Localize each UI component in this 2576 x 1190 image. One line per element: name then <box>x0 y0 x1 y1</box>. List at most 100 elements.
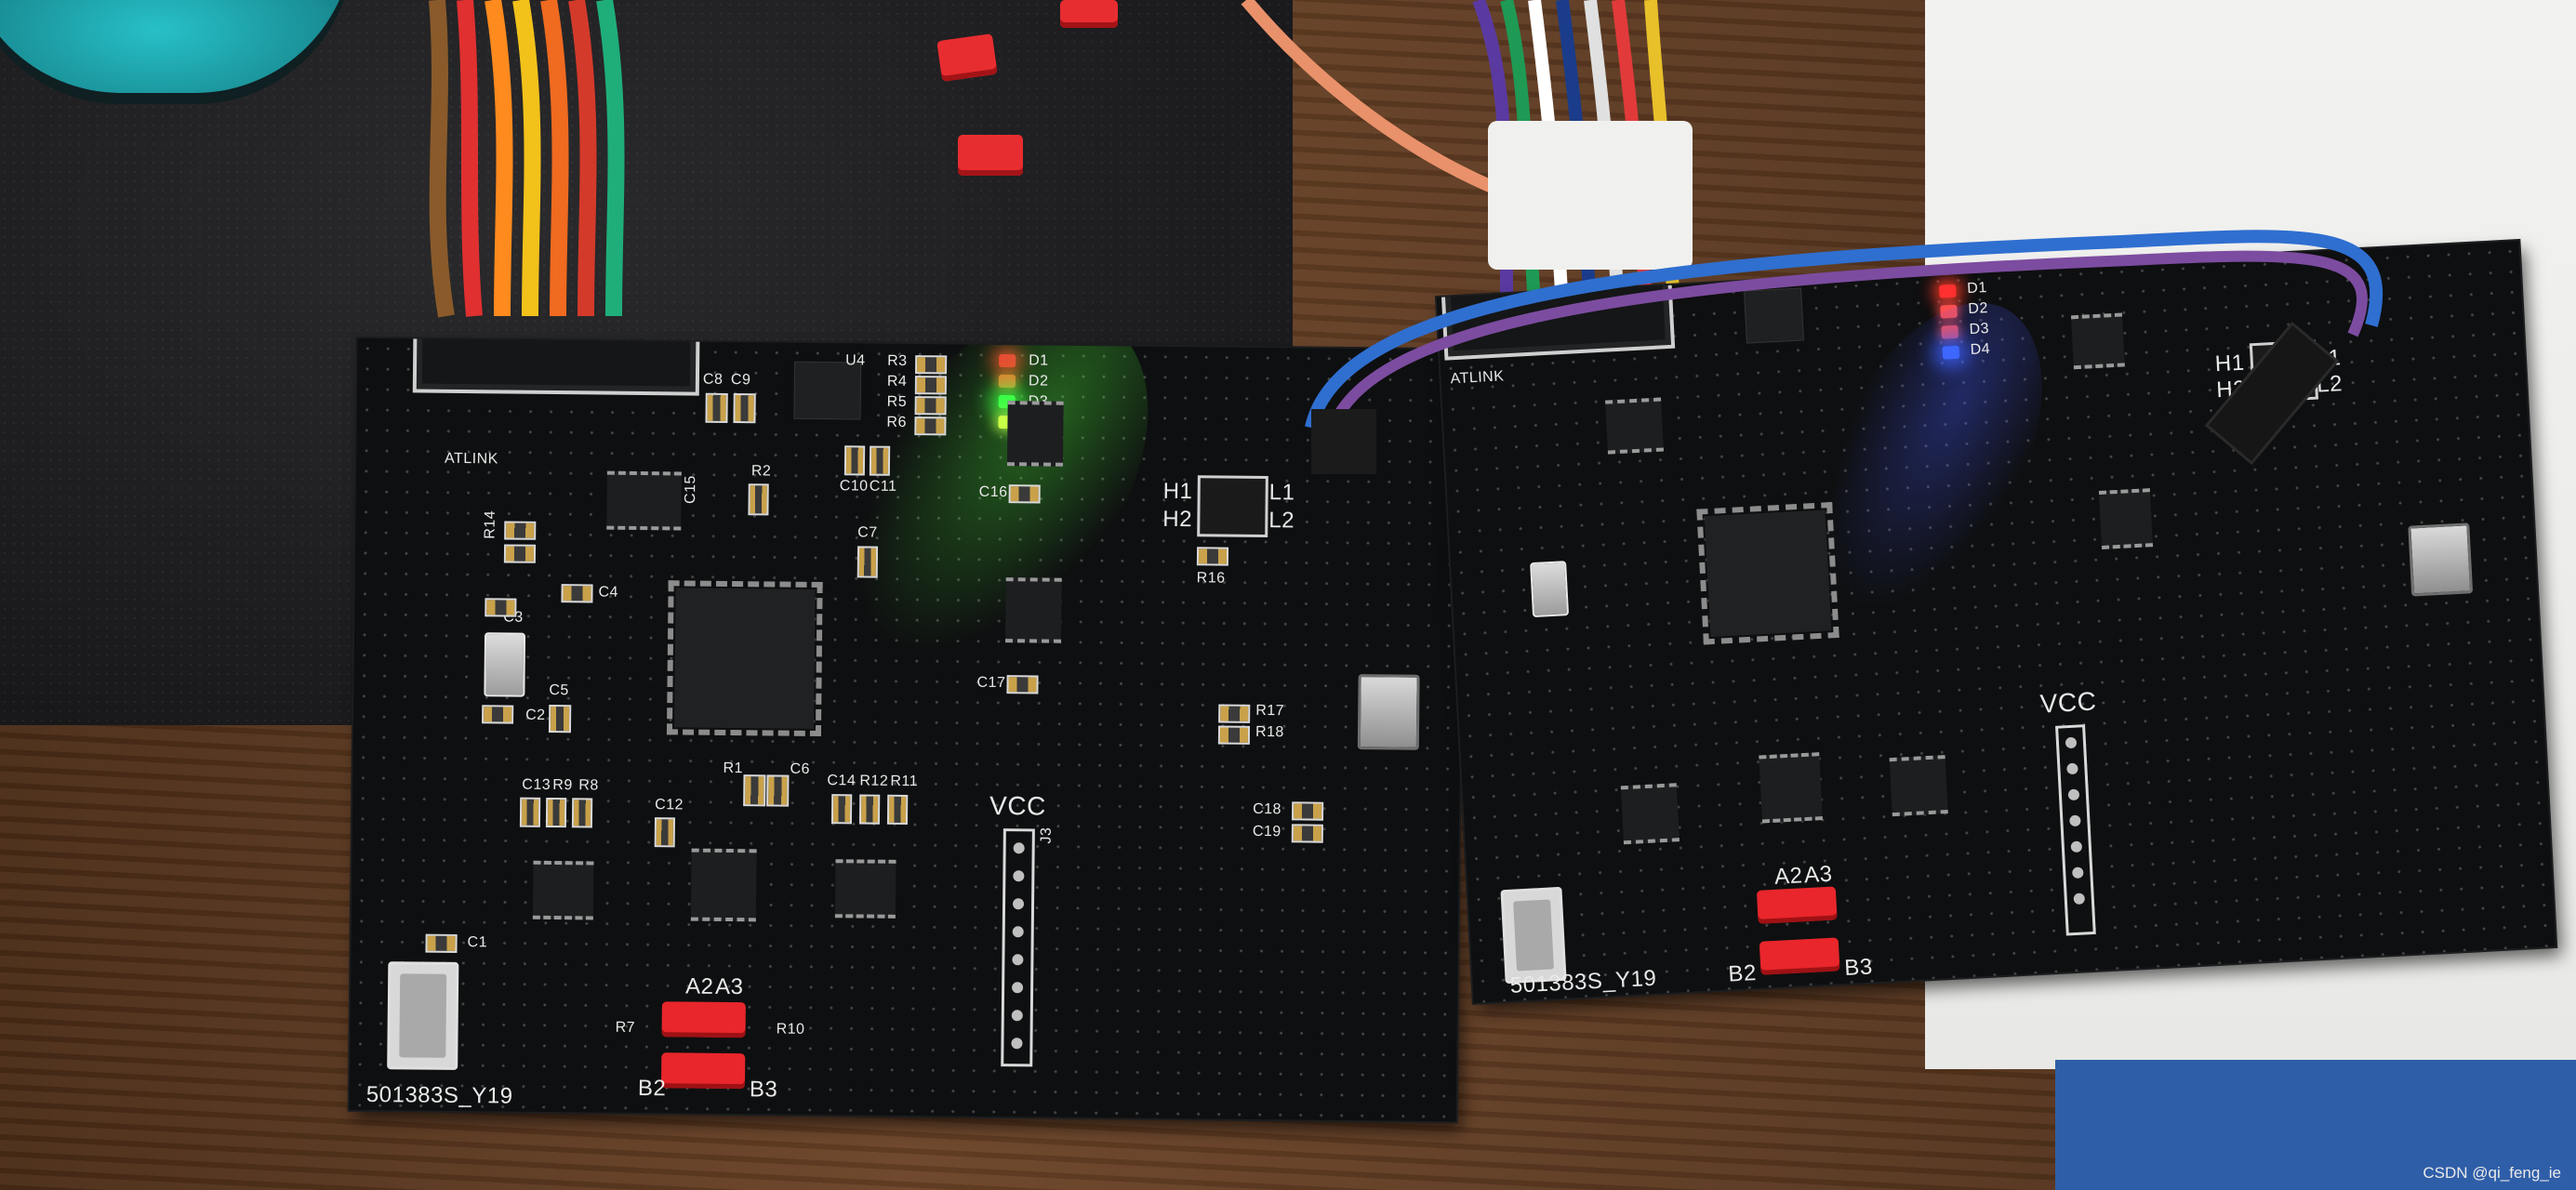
vcc-pin-header <box>1001 828 1035 1067</box>
jumper-a[interactable] <box>661 1001 746 1038</box>
jumper-a[interactable] <box>1756 886 1838 924</box>
capacitor-label: C19 <box>1252 823 1281 840</box>
vcc-label: VCC <box>989 790 1046 821</box>
resistor-label: R4 <box>886 373 908 390</box>
resistor-pad <box>503 544 537 563</box>
jumper-b[interactable] <box>1759 937 1840 975</box>
resistor-label: R1 <box>723 760 744 777</box>
resistor-pad <box>914 376 947 395</box>
led-d2 <box>998 375 1016 389</box>
pin-header-hl <box>1197 475 1268 538</box>
capacitor-pad <box>482 705 514 724</box>
resistor-label: R7 <box>615 1019 636 1036</box>
micro-usb-port <box>1357 674 1420 750</box>
capacitor-pad <box>1006 675 1039 694</box>
capacitor-pad <box>561 584 593 603</box>
loose-jumper <box>1060 0 1118 28</box>
led-d1 <box>999 354 1016 368</box>
resistor-pad <box>743 774 766 807</box>
jumper-label-a2: A2 <box>684 973 714 999</box>
crystal <box>484 632 526 697</box>
capacitor-pad <box>766 774 790 807</box>
soic-chip <box>532 860 594 920</box>
resistor-label: R3 <box>887 352 908 369</box>
reset-button[interactable] <box>1500 886 1567 985</box>
capacitor-pad <box>1291 824 1323 843</box>
jumper-label-a3: A3 <box>1803 861 1834 889</box>
capacitor-label: C7 <box>857 524 878 541</box>
capacitor-pad <box>485 598 517 617</box>
resistor-pad <box>914 416 947 436</box>
jumper-label-b3: B3 <box>1843 954 1874 982</box>
capacitor-label: C10 <box>839 478 869 495</box>
reset-button[interactable] <box>387 961 459 1070</box>
capacitor-pad <box>733 393 756 424</box>
capacitor-label: C14 <box>827 773 856 789</box>
atlink-label: ATLINK <box>444 450 498 468</box>
capacitor-pad <box>548 704 572 734</box>
blue-purple-cable <box>1305 230 2383 474</box>
passive-pad <box>571 798 593 828</box>
resistor-label: R5 <box>886 393 908 410</box>
led-label-d1: D1 <box>1029 352 1049 369</box>
loose-jumper <box>936 33 998 82</box>
flash-chip <box>1759 752 1823 824</box>
resistor-label: R12 <box>859 773 889 789</box>
passive-pad <box>886 794 909 826</box>
capacitor-label: C11 <box>869 478 897 495</box>
soic-chip <box>606 470 682 531</box>
resistor-label: R16 <box>1196 570 1226 587</box>
capacitor-label: C2 <box>525 707 546 723</box>
jumper-label-b2: B2 <box>1727 960 1758 987</box>
passive-pad <box>858 794 881 825</box>
jumper-label-a2: A2 <box>1773 863 1804 890</box>
capacitor-label: C9 <box>730 371 751 389</box>
soic-chip <box>834 859 896 919</box>
header-ref-j3: J3 <box>1038 826 1055 844</box>
resistor-pad <box>1218 704 1251 723</box>
soic-chip <box>1889 755 1948 817</box>
capacitor-label: C17 <box>976 674 1006 692</box>
voltage-regulator <box>793 361 862 420</box>
resistor-pad <box>504 521 537 540</box>
atlink-connector <box>412 337 700 396</box>
capacitor-pad <box>705 392 728 423</box>
flash-chip <box>690 848 757 922</box>
micro-usb-port <box>2408 522 2474 597</box>
soic-chip <box>1004 577 1062 643</box>
capacitor-label: C16 <box>978 483 1008 501</box>
capacitor-label: C4 <box>598 584 619 601</box>
capacitor-pad <box>654 817 675 848</box>
capacitor-pad <box>869 445 891 476</box>
resistor-pad <box>1196 547 1229 566</box>
board-id-label: 501383S_Y19 <box>365 1081 513 1109</box>
capacitor-label: C13 <box>522 776 551 793</box>
soic-chip <box>2098 488 2154 549</box>
resistor-label: R2 <box>750 463 772 480</box>
capacitor-pad <box>1292 801 1324 821</box>
resistor-label: R6 <box>886 414 908 430</box>
capacitor-pad <box>1008 484 1041 504</box>
capacitor-label: C15 <box>682 475 699 505</box>
crystal <box>1530 561 1570 618</box>
led-label-d2: D2 <box>1028 373 1049 390</box>
capacitor-label: C6 <box>790 760 811 777</box>
jumper-label-b3: B3 <box>749 1077 778 1103</box>
resistor-label: R18 <box>1255 723 1284 741</box>
passive-pad <box>545 797 567 828</box>
pinheader-label-l2: L2 <box>1268 508 1295 534</box>
jumper-label-b2: B2 <box>637 1075 667 1102</box>
loose-jumper <box>958 135 1023 176</box>
jumper-b[interactable] <box>660 1052 746 1090</box>
resistor-label: R14 <box>482 509 498 539</box>
soic-chip <box>1006 401 1064 467</box>
csdn-watermark: CSDN @qi_feng_ie <box>2423 1164 2561 1182</box>
resistor-pad <box>748 483 769 516</box>
resistor-pad <box>1217 725 1251 745</box>
pinheader-label-l1: L1 <box>1268 480 1295 506</box>
vcc-label: VCC <box>2038 686 2098 719</box>
resistor-pad <box>915 355 948 375</box>
passive-pad <box>830 794 853 825</box>
soic-chip <box>1620 783 1680 845</box>
capacitor-label: C1 <box>467 934 488 951</box>
